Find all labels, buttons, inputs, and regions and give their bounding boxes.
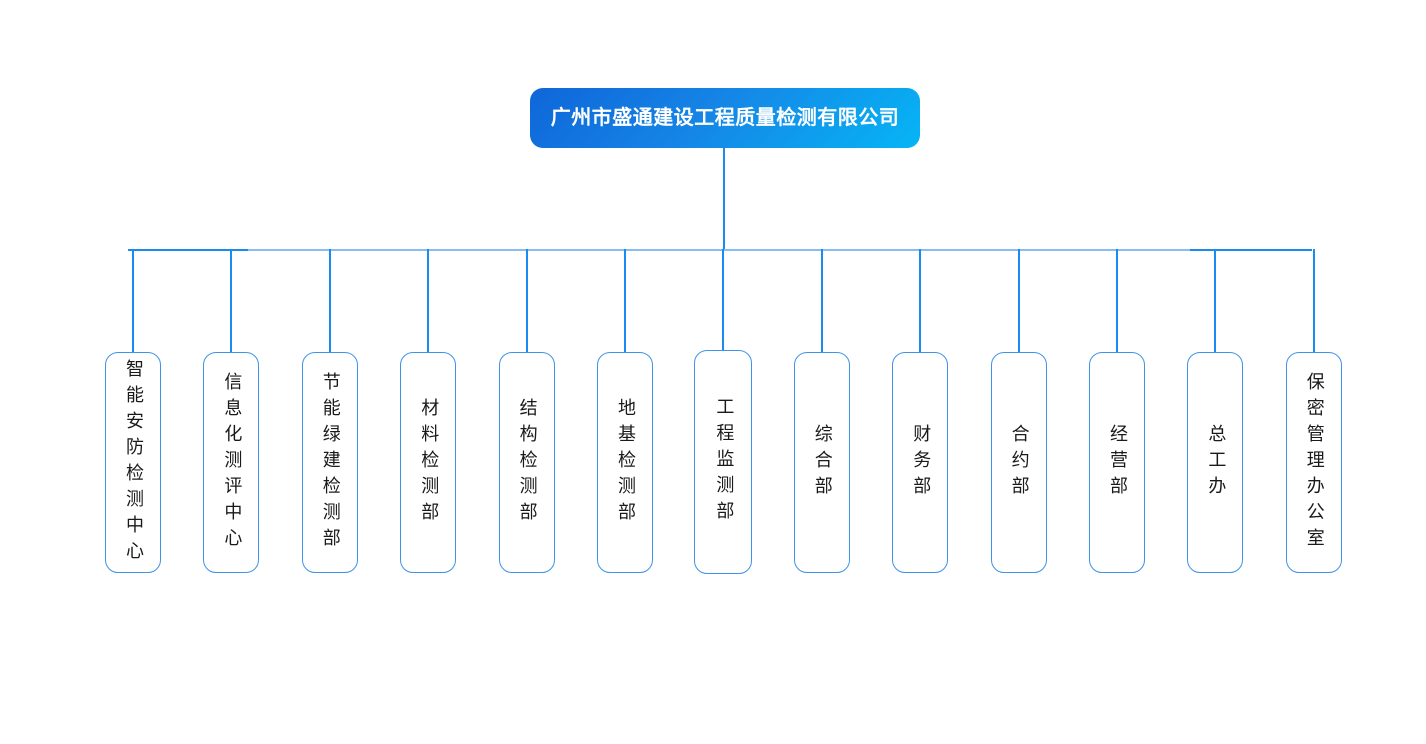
connector-drop bbox=[132, 249, 134, 352]
department-node[interactable]: 地基检测部 bbox=[597, 352, 653, 573]
department-node-label: 结构检测部 bbox=[516, 397, 538, 528]
department-node[interactable]: 材料检测部 bbox=[400, 352, 457, 573]
connector-drop bbox=[1312, 249, 1315, 352]
department-node[interactable]: 节能绿建检测部 bbox=[301, 352, 358, 573]
department-node[interactable]: 综合部 bbox=[793, 352, 850, 573]
connector-drop bbox=[624, 249, 626, 352]
department-node-label: 材料检测部 bbox=[418, 397, 440, 528]
connector-trunk bbox=[723, 148, 725, 250]
connector-drop bbox=[328, 249, 331, 352]
connector-drop bbox=[230, 249, 233, 352]
department-node[interactable]: 保密管理办公室 bbox=[1285, 352, 1342, 573]
connector-drop bbox=[1214, 249, 1217, 352]
department-node[interactable]: 合约部 bbox=[990, 352, 1047, 573]
department-node[interactable]: 总工办 bbox=[1187, 352, 1244, 573]
department-node[interactable]: 智能安防检测中心 bbox=[105, 352, 161, 573]
department-node-label: 节能绿建检测部 bbox=[319, 371, 341, 554]
connector-drop bbox=[820, 249, 823, 352]
department-node-label: 财务部 bbox=[910, 423, 932, 502]
department-node[interactable]: 结构检测部 bbox=[498, 352, 555, 573]
root-node-company[interactable]: 广州市盛通建设工程质量检测有限公司 bbox=[530, 88, 920, 148]
department-node-label: 经营部 bbox=[1107, 423, 1128, 502]
department-node-label: 工程监测部 bbox=[713, 397, 735, 527]
root-node-label: 广州市盛通建设工程质量检测有限公司 bbox=[550, 107, 900, 129]
department-node[interactable]: 财务部 bbox=[892, 352, 949, 573]
department-node-label: 智能安防检测中心 bbox=[123, 358, 144, 567]
connector-drop bbox=[427, 249, 430, 352]
department-node[interactable]: 信息化测评中心 bbox=[203, 352, 260, 573]
department-node-label: 合约部 bbox=[1008, 423, 1030, 502]
connector-drop bbox=[919, 249, 922, 352]
department-node-label: 保密管理办公室 bbox=[1303, 371, 1325, 554]
department-node[interactable]: 工程监测部 bbox=[694, 350, 753, 574]
connector-drop bbox=[722, 249, 725, 350]
connector-bus bbox=[128, 249, 1312, 251]
department-node-label: 信息化测评中心 bbox=[221, 371, 243, 554]
department-node-label: 综合部 bbox=[811, 423, 833, 502]
department-node-label: 总工办 bbox=[1205, 423, 1227, 502]
department-node-label: 地基检测部 bbox=[615, 397, 636, 528]
connector-bus-right-cap bbox=[1190, 249, 1312, 251]
connector-drop bbox=[525, 249, 528, 352]
connector-drop bbox=[1116, 249, 1118, 352]
department-node[interactable]: 经营部 bbox=[1089, 352, 1145, 573]
connector-drop bbox=[1017, 249, 1020, 352]
connector-bus-left-cap bbox=[128, 249, 248, 251]
